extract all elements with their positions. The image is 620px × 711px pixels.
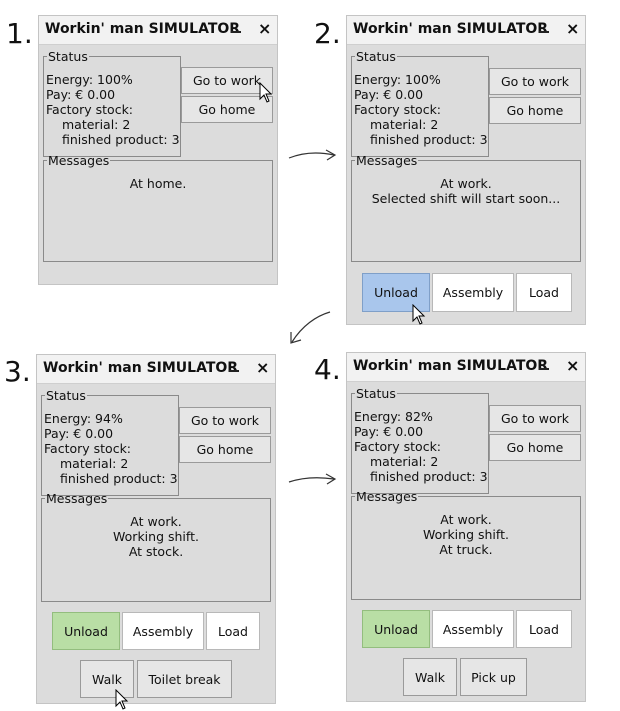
go-home-button[interactable]: Go home [489, 434, 581, 461]
go-home-button[interactable]: Go home [179, 436, 271, 463]
step-number-1: 1. [6, 17, 33, 50]
minimize-icon[interactable] [539, 368, 549, 370]
status-legend: Status [48, 49, 88, 64]
finished-product-value: finished product: 3 [370, 132, 488, 147]
simulator-window-3: Workin' man SIMULATOR × Status Energy: 9… [36, 354, 276, 710]
status-group: Status Energy: 82% Pay: € 0.00 Factory s… [351, 387, 489, 494]
energy-value: Energy: 94% [44, 411, 123, 426]
minimize-icon[interactable] [231, 31, 241, 33]
minimize-icon[interactable] [539, 31, 549, 33]
simulator-window-2: Workin' man SIMULATOR × Status Energy: 1… [346, 15, 586, 325]
mouse-cursor-icon [259, 82, 273, 103]
window-title: Workin' man SIMULATOR [43, 360, 239, 376]
messages-group: Messages At home. [43, 154, 273, 262]
walk-button[interactable]: Walk [403, 658, 457, 696]
minimize-icon[interactable] [229, 370, 239, 372]
message-line: At home. [129, 176, 187, 191]
walk-button[interactable]: Walk [80, 660, 134, 698]
simulator-window-4: Workin' man SIMULATOR × Status Energy: 8… [346, 352, 586, 702]
material-value: material: 2 [62, 117, 131, 132]
message-line: At stock. [128, 544, 184, 559]
go-to-work-button[interactable]: Go to work [179, 407, 271, 434]
go-home-button[interactable]: Go home [489, 97, 581, 124]
unload-shift-button[interactable]: Unload [362, 610, 430, 648]
close-icon[interactable]: × [256, 358, 270, 377]
mouse-cursor-icon [412, 304, 426, 325]
message-line: At work. [130, 514, 182, 529]
messages-legend: Messages [356, 153, 418, 168]
pay-value: Pay: € 0.00 [354, 424, 424, 439]
assembly-shift-button[interactable]: Assembly [432, 610, 514, 648]
finished-product-value: finished product: 3 [62, 132, 180, 147]
message-line: At work. [440, 176, 492, 191]
factory-stock-label: Factory stock: [354, 439, 442, 454]
window-title: Workin' man SIMULATOR [45, 21, 241, 37]
message-line: At work. [440, 512, 492, 527]
material-value: material: 2 [60, 456, 129, 471]
finished-product-value: finished product: 3 [370, 469, 488, 484]
pick-up-button[interactable]: Pick up [460, 658, 527, 696]
arrow-down-left-icon [290, 311, 331, 344]
message-line: At truck. [439, 542, 493, 557]
material-value: material: 2 [370, 117, 439, 132]
step-number-3: 3. [4, 355, 31, 388]
close-icon[interactable]: × [258, 19, 272, 38]
assembly-shift-button[interactable]: Assembly [432, 273, 514, 312]
messages-legend: Messages [356, 489, 418, 504]
messages-group: Messages At work. Working shift. At truc… [351, 490, 581, 600]
material-value: material: 2 [370, 454, 439, 469]
messages-legend: Messages [48, 153, 110, 168]
status-group: Status Energy: 94% Pay: € 0.00 Factory s… [41, 389, 179, 496]
status-legend: Status [356, 49, 396, 64]
energy-value: Energy: 100% [354, 72, 441, 87]
title-bar[interactable]: Workin' man SIMULATOR × [39, 16, 277, 45]
energy-value: Energy: 82% [354, 409, 433, 424]
go-to-work-button[interactable]: Go to work [181, 67, 273, 94]
simulator-window-1: Workin' man SIMULATOR × Status Energy: 1… [38, 15, 278, 285]
finished-product-value: finished product: 3 [60, 471, 178, 486]
factory-stock-label: Factory stock: [46, 102, 134, 117]
messages-legend: Messages [46, 491, 108, 506]
factory-stock-label: Factory stock: [44, 441, 132, 456]
message-line: Working shift. [113, 529, 199, 544]
status-group: Status Energy: 100% Pay: € 0.00 Factory … [351, 50, 489, 157]
pay-value: Pay: € 0.00 [354, 87, 424, 102]
window-title: Workin' man SIMULATOR [353, 21, 549, 37]
energy-value: Energy: 100% [46, 72, 133, 87]
message-line: Selected shift will start soon... [371, 191, 561, 206]
title-bar[interactable]: Workin' man SIMULATOR × [37, 355, 275, 384]
close-icon[interactable]: × [566, 356, 580, 375]
step-number-4: 4. [314, 353, 341, 386]
pay-value: Pay: € 0.00 [44, 426, 114, 441]
load-shift-button[interactable]: Load [516, 273, 572, 312]
arrow-right-icon [288, 473, 337, 485]
title-bar[interactable]: Workin' man SIMULATOR × [347, 16, 585, 45]
status-group: Status Energy: 100% Pay: € 0.00 Factory … [43, 50, 181, 157]
window-title: Workin' man SIMULATOR [353, 358, 549, 374]
load-shift-button[interactable]: Load [206, 612, 260, 650]
arrow-right-icon [288, 149, 337, 161]
mouse-cursor-icon [115, 689, 129, 710]
status-legend: Status [356, 386, 396, 401]
status-legend: Status [46, 388, 86, 403]
factory-stock-label: Factory stock: [354, 102, 442, 117]
unload-shift-button[interactable]: Unload [52, 612, 120, 650]
assembly-shift-button[interactable]: Assembly [122, 612, 204, 650]
close-icon[interactable]: × [566, 19, 580, 38]
messages-group: Messages At work. Selected shift will st… [351, 154, 581, 262]
step-number-2: 2. [314, 17, 341, 50]
pay-value: Pay: € 0.00 [46, 87, 116, 102]
go-to-work-button[interactable]: Go to work [489, 405, 581, 432]
go-to-work-button[interactable]: Go to work [489, 68, 581, 95]
load-shift-button[interactable]: Load [516, 610, 572, 648]
toilet-break-button[interactable]: Toilet break [137, 660, 232, 698]
go-home-button[interactable]: Go home [181, 96, 273, 123]
messages-group: Messages At work. Working shift. At stoc… [41, 492, 271, 602]
message-line: Working shift. [423, 527, 509, 542]
title-bar[interactable]: Workin' man SIMULATOR × [347, 353, 585, 382]
unload-shift-button[interactable]: Unload [362, 273, 430, 312]
